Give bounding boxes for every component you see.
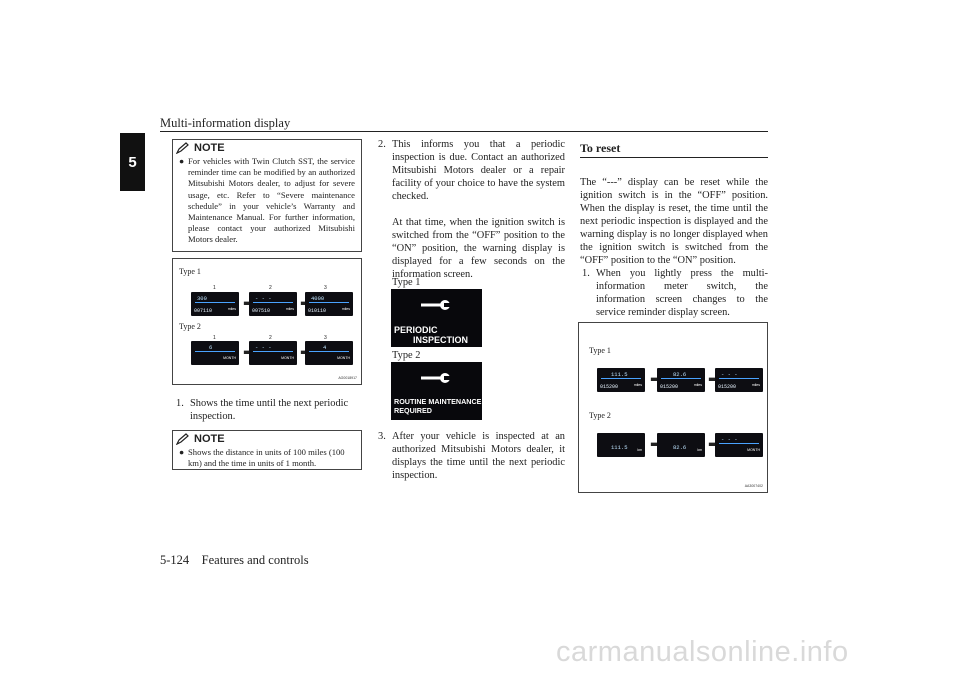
figure-type1-label: Type 1 <box>589 346 611 355</box>
bullet-icon: ● <box>179 447 185 457</box>
type2-label: Type 2 <box>392 350 421 361</box>
lcd-screen: - - - 015200 miles <box>715 368 763 392</box>
routine-maintenance-panel: ROUTINE MAINTENANCE REQUIRED <box>391 362 482 420</box>
reset-step-1: 1. When you lightly press the multi-info… <box>582 268 768 318</box>
step-1: 1. Shows the time until the next periodi… <box>176 398 349 422</box>
figure-type1-label: Type 1 <box>179 267 201 276</box>
figure-type2-label: Type 2 <box>179 322 201 331</box>
section-title: To reset <box>580 141 621 155</box>
page-header-title: Multi-information display <box>160 116 291 130</box>
note-heading: NOTE <box>173 431 361 445</box>
reset-figure: Type 1 Type 2 111.5 015200 miles ➡ 82.6 … <box>578 322 768 493</box>
figure-code: AG0018917 <box>338 376 357 380</box>
lcd-screen: 4 MONTH <box>305 341 353 365</box>
lcd-screen: 300 007110 miles <box>191 292 239 316</box>
figure-code: AA3007402 <box>744 484 763 488</box>
note-box-1: NOTE ● For vehicles with Twin Clutch SST… <box>172 139 362 252</box>
wrench-icon <box>421 373 453 383</box>
lcd-screen: 82.6 km <box>657 433 705 457</box>
note-box-2: NOTE ● Shows the distance in units of 10… <box>172 430 362 470</box>
step-number: 3 <box>324 335 327 341</box>
lcd-screen: 4000 010110 miles <box>305 292 353 316</box>
wrench-icon <box>421 300 453 310</box>
lcd-screen: - - - 007510 miles <box>249 292 297 316</box>
reset-paragraph: The “---” display can be reset while the… <box>580 177 768 266</box>
note-pencil-icon <box>176 433 189 445</box>
step-number: 2 <box>269 285 272 291</box>
note-bullet: ● For vehicles with Twin Clutch SST, the… <box>179 156 355 245</box>
lcd-screen: 6 MONTH <box>191 341 239 365</box>
figure-type2-label: Type 2 <box>589 411 611 420</box>
step-number: 3 <box>324 285 327 291</box>
note-bullet: ● Shows the distance in units of 100 mil… <box>179 447 345 469</box>
header-rule <box>160 131 768 132</box>
type1-label: Type 1 <box>392 277 421 288</box>
page-footer: 5-124 Features and controls <box>160 553 309 567</box>
panel-line2: INSPECTION <box>413 335 469 345</box>
service-reminder-figure: Type 1 Type 2 1 2 3 300 007110 miles ➡ -… <box>172 258 362 385</box>
step-2: 2. This informs you that a periodic insp… <box>378 139 565 280</box>
lcd-screen: 82.6 015200 miles <box>657 368 705 392</box>
step-number: 1 <box>213 285 216 291</box>
section-rule <box>580 157 768 158</box>
step-number: 2 <box>269 335 272 341</box>
chapter-tab: 5 <box>120 133 145 191</box>
step-number: 1 <box>213 335 216 341</box>
lcd-screen: - - - MONTH <box>249 341 297 365</box>
lcd-screen: - - - MONTH <box>715 433 763 457</box>
lcd-screen: 111.5 015200 miles <box>597 368 645 392</box>
bullet-icon: ● <box>179 156 185 166</box>
note-heading: NOTE <box>173 140 361 154</box>
watermark: carmanualsonline.info <box>556 636 849 668</box>
panel-line2: REQUIRED <box>394 406 432 415</box>
lcd-screen: 111.5 km <box>597 433 645 457</box>
note-pencil-icon <box>176 142 189 154</box>
panel-line1: ROUTINE MAINTENANCE <box>394 397 482 406</box>
step-3: 3. After your vehicle is inspected at an… <box>378 431 565 481</box>
panel-line1: PERIODIC <box>394 325 438 335</box>
periodic-inspection-panel: PERIODIC INSPECTION <box>391 289 482 347</box>
